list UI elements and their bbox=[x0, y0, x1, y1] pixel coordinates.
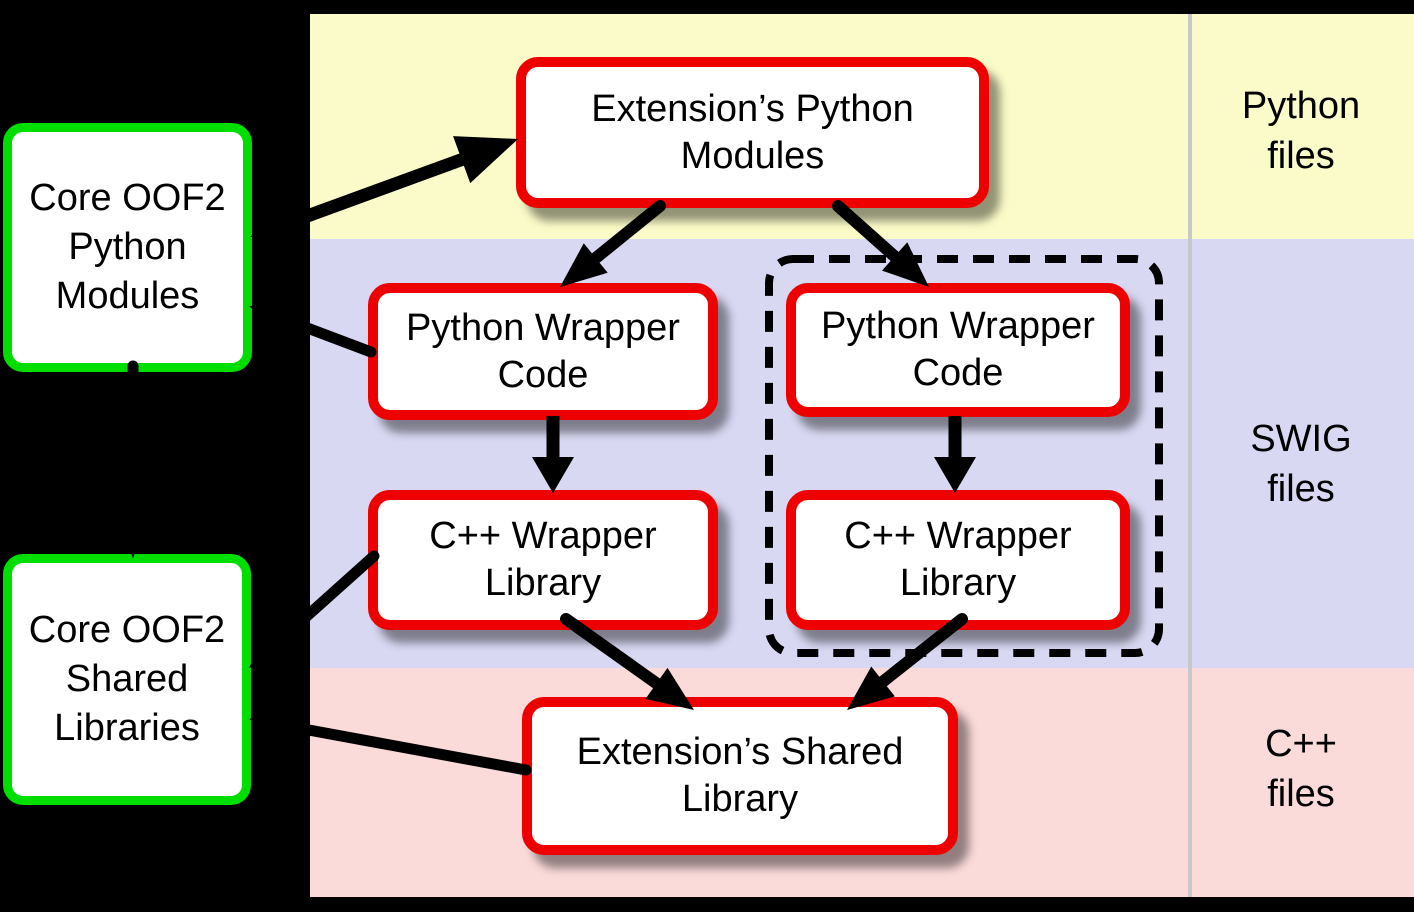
box-line: Library bbox=[681, 778, 799, 820]
core-oof2-shared-libraries-box: Core OOF2 Shared Libraries bbox=[3, 554, 251, 805]
box-line: Modules bbox=[680, 134, 825, 177]
box-line: Shared bbox=[65, 658, 189, 700]
box-line: Library bbox=[484, 562, 602, 604]
box-line: Libraries bbox=[54, 707, 200, 749]
label-line: SWIG bbox=[1250, 418, 1352, 460]
band-label-separator-line bbox=[1188, 14, 1192, 897]
label-line: files bbox=[1267, 773, 1335, 815]
label-line: C++ bbox=[1265, 723, 1337, 765]
extensions-python-modules-box: Extension’s Python Modules bbox=[516, 57, 989, 208]
cpp-wrapper-library-box-left: C++ Wrapper Library bbox=[368, 490, 718, 630]
cpp-wrapper-library-box-right: C++ Wrapper Library bbox=[786, 490, 1130, 630]
label-line: Python bbox=[1241, 85, 1361, 127]
box-line: Extension’s Python bbox=[591, 87, 914, 130]
label-line: files bbox=[1267, 468, 1335, 510]
box-line: Python bbox=[68, 226, 187, 268]
cpp-files-label: C++ files bbox=[1192, 719, 1410, 819]
arrow-cppw-left-to-core-shared-head bbox=[249, 634, 284, 668]
box-line: Code bbox=[912, 352, 1004, 394]
python-wrapper-code-box-left: Python Wrapper Code bbox=[368, 283, 718, 420]
box-line: Code bbox=[497, 353, 589, 396]
box-line: Library bbox=[899, 562, 1017, 604]
python-wrapper-code-box-right: Python Wrapper Code bbox=[786, 283, 1130, 417]
box-line: Core OOF2 bbox=[29, 177, 226, 219]
box-line: C++ Wrapper bbox=[429, 515, 657, 557]
box-line: Python Wrapper bbox=[821, 305, 1095, 347]
arrow-core-python-to-core-shared-head bbox=[119, 524, 147, 558]
python-files-label: Python files bbox=[1192, 81, 1410, 181]
arrow-pyw-left-to-core-python-head bbox=[249, 304, 286, 332]
box-line: C++ Wrapper bbox=[844, 515, 1072, 557]
box-line: Core OOF2 bbox=[28, 609, 226, 651]
extensions-shared-library-box: Extension’s Shared Library bbox=[522, 697, 958, 855]
core-oof2-python-modules-box: Core OOF2 Python Modules bbox=[3, 123, 252, 372]
arrow-ext-shared-to-core-shared-head bbox=[249, 711, 285, 739]
box-line: Python Wrapper bbox=[406, 306, 680, 349]
box-line: Modules bbox=[55, 275, 200, 317]
label-line: files bbox=[1267, 135, 1335, 177]
box-line: Extension’s Shared bbox=[576, 731, 904, 773]
swig-files-label: SWIG files bbox=[1192, 414, 1410, 514]
arrow-core-python-to-ext-python-tail-head bbox=[250, 206, 296, 239]
